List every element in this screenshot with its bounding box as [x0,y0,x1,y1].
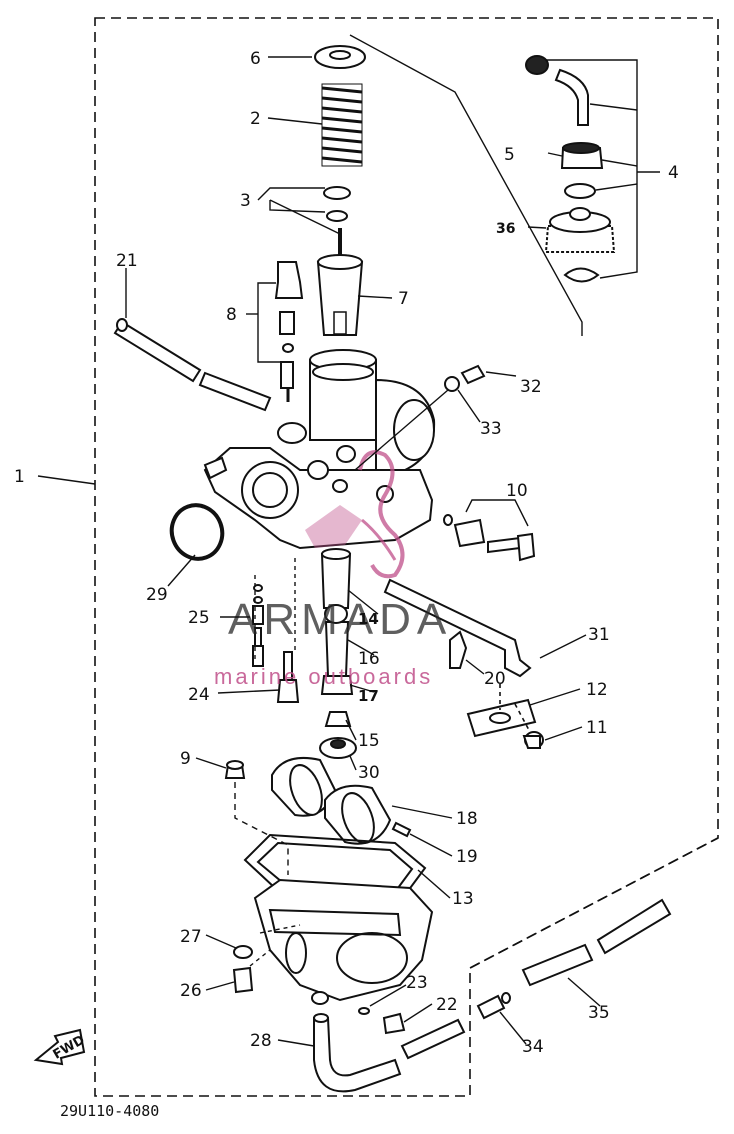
callout-18: 18 [456,809,478,829]
starter-jet-part [449,630,468,669]
cap-clip-part [563,267,600,283]
callout-12: 12 [586,680,608,700]
o-ring-part [169,503,225,561]
callout-8: 8 [226,305,237,325]
callout-4: 4 [668,163,679,183]
callout-33: 33 [480,419,502,439]
cap-nut-part [560,142,604,169]
callout-25: 25 [188,608,210,628]
jet-guides [254,558,296,660]
drain-plug-part [382,1012,406,1035]
drain-screw-part [232,966,254,994]
overflow-hose-part [400,1018,466,1060]
callout-11: 11 [586,718,608,738]
spring-part [321,83,363,167]
cable-bracket-part [466,698,537,738]
hose-group-boundary [469,837,719,969]
connection-33 [354,389,449,471]
assembly-boundary [94,17,719,1097]
bracket-10 [465,499,529,527]
callout-24: 24 [188,685,210,705]
callout-27: 27 [180,927,202,947]
drawing-code: 29U110-4080 [60,1102,159,1120]
callout-23: 23 [406,973,428,993]
mixing-chamber-top-part [544,207,616,253]
callout-36: 36 [496,221,515,237]
watermark-brand: ARMADA [228,595,452,644]
callout-3: 3 [240,191,251,211]
callout-26: 26 [180,981,202,1001]
bracket-8 [257,282,280,363]
jet-washer-part [319,737,357,759]
callout-2: 2 [250,109,261,129]
callout-32: 32 [520,377,542,397]
cap-washer-part [564,183,596,199]
watermark-emblem [305,450,405,579]
starter-plunger-part [252,584,264,667]
carburetor-body [203,349,436,550]
callout-35: 35 [588,1003,610,1023]
callout-16: 16 [358,649,380,669]
forward-direction-arrow: FWD [33,1028,88,1066]
main-jet-part [324,711,352,727]
screw-guide-9 [234,782,289,875]
vent-tube-part [113,318,272,412]
bracket-screw-part [522,731,544,749]
callout-10: 10 [506,481,528,501]
callout-17: 17 [358,687,379,705]
pilot-jet-part [276,651,300,703]
watermark-tagline: marine outboards [214,664,433,689]
washer-part [314,45,366,69]
nipple-part [460,364,486,385]
callout-29: 29 [146,585,168,605]
drain-washer-part [233,945,253,959]
callout-28: 28 [250,1031,272,1051]
cable-adjuster-part [525,55,589,126]
float-pin-part [391,821,412,838]
callout-19: 19 [456,847,478,867]
callout-34: 34 [522,1037,544,1057]
throttle-lever-part [383,578,532,678]
callout-20: 20 [484,669,506,689]
callout-1: 1 [14,467,25,487]
cable-connection-line [349,34,583,336]
throttle-stop-screw-part [443,514,536,562]
callout-9: 9 [180,749,191,769]
callout-5: 5 [504,145,515,165]
callout-7: 7 [398,289,409,309]
pilot-screw-part [274,261,304,402]
float-bowl-screw-part [224,760,246,779]
needle-jet-part [324,604,350,677]
drain-plug-o-ring-part [358,1007,370,1015]
callout-14: 14 [358,610,379,628]
fuel-hose-part [521,898,672,987]
callout-labels: 6 2 3 7 8 21 4 5 36 32 33 10 1 29 25 14 … [14,49,679,1057]
throttle-slide-part [316,254,364,336]
callout-31: 31 [588,625,610,645]
drain-hose-part [313,1013,402,1093]
callout-13: 13 [452,889,474,909]
callout-21: 21 [116,251,138,271]
callout-30: 30 [358,763,380,783]
drain-guides [249,924,301,967]
needle-jet-holder-part [320,548,352,609]
float-part [271,756,392,845]
needle-clip-part [323,186,351,222]
float-bowl-part [253,878,434,1005]
plug-part [444,376,460,392]
callout-15: 15 [358,731,380,751]
hose-joint-part [476,992,511,1020]
callout-22: 22 [436,995,458,1015]
leader-lines [37,56,601,1047]
main-jet-holder-part [320,675,354,695]
callout-6: 6 [250,49,261,69]
